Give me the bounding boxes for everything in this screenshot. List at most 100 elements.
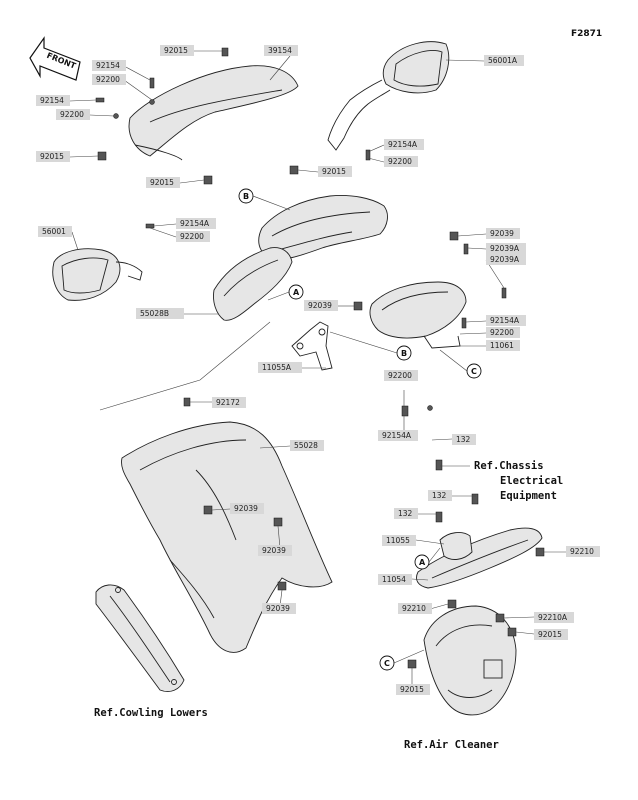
callout-92200-6: 92200 [384, 370, 418, 381]
bracket-11055 [439, 532, 473, 560]
svg-text:A: A [419, 558, 426, 567]
callout-92015-3: 92015 [146, 177, 180, 188]
callout-92039-2: 92039 [304, 300, 338, 311]
callout-92154-1: 92154 [92, 60, 126, 71]
callout-92039-1: 92039 [486, 228, 520, 239]
callout-92039-5: 92039 [262, 603, 296, 614]
callout-92172: 92172 [212, 397, 246, 408]
svg-text:55028: 55028 [294, 441, 318, 450]
grommet-92210a [495, 613, 505, 623]
washer-92200-3 [427, 405, 433, 411]
ref-chassis-line2: Electrical [500, 475, 563, 487]
svg-text:92154A: 92154A [388, 140, 418, 149]
marker-c-2: C [379, 655, 395, 671]
marker-b-2: B [396, 345, 412, 361]
svg-text:92154: 92154 [40, 96, 64, 105]
callout-labels: 92015 39154 92154 92200 92154 92200 5600… [36, 45, 600, 695]
svg-text:92154: 92154 [96, 61, 120, 70]
svg-text:92039A: 92039A [490, 244, 520, 253]
grommet-92015-2 [203, 175, 213, 185]
svg-text:11054: 11054 [382, 575, 406, 584]
grommet-92039-3 [203, 505, 213, 515]
grommet-92039-1 [449, 231, 459, 241]
callout-11054: 11054 [378, 574, 412, 585]
callout-92039a-1: 92039A [486, 243, 526, 254]
marker-connectors [252, 195, 468, 664]
callout-132-2: 132 [428, 490, 452, 501]
mirror-right [327, 41, 450, 151]
bracket-11055a [291, 321, 333, 371]
grommet-92015-5 [407, 659, 417, 669]
svg-text:56001A: 56001A [488, 56, 518, 65]
callout-11055a: 11055A [258, 362, 302, 373]
svg-text:92200: 92200 [388, 157, 412, 166]
hardware [95, 47, 545, 669]
ref-chassis-line1: Ref.Chassis [474, 460, 544, 472]
washer-92200-2 [113, 113, 119, 119]
svg-text:92200: 92200 [490, 328, 514, 337]
svg-text:56001: 56001 [42, 227, 66, 236]
callout-92015-2: 92015 [36, 151, 70, 162]
svg-text:92200: 92200 [60, 110, 84, 119]
bolt-92154a-1 [365, 149, 371, 161]
callout-92210-2: 92210 [398, 603, 432, 614]
grommet-92015-3 [289, 165, 299, 175]
svg-text:92172: 92172 [216, 398, 240, 407]
callout-92200-1: 92200 [92, 74, 126, 85]
ref-cowling-lowers: Ref.Cowling Lowers [94, 707, 208, 719]
svg-text:55028B: 55028B [140, 309, 169, 318]
screw-92172 [183, 397, 191, 407]
bolt-92154-1 [149, 77, 155, 89]
washer-92200-1 [149, 99, 155, 105]
svg-text:39154: 39154 [268, 46, 292, 55]
bolt-92039a-2 [501, 287, 507, 299]
marker-a-2: A [414, 554, 430, 570]
bolt-92154a-3 [461, 317, 467, 329]
svg-text:92015: 92015 [150, 178, 174, 187]
marker-b-1: B [238, 188, 254, 204]
callout-92015-5: 92015 [534, 629, 568, 640]
svg-text:92039: 92039 [266, 604, 290, 613]
grommet-92210-1 [535, 547, 545, 557]
callout-92039a-2: 92039A [486, 254, 526, 265]
callout-92154-2: 92154 [36, 95, 70, 106]
svg-text:92015: 92015 [40, 152, 64, 161]
callout-92210a: 92210A [534, 612, 574, 623]
grommet-92015-4 [507, 627, 517, 637]
callout-132-1: 132 [452, 434, 476, 445]
parts-artwork [52, 41, 543, 716]
callout-11061: 11061 [486, 340, 520, 351]
svg-text:132: 132 [456, 435, 471, 444]
svg-text:A: A [293, 288, 300, 297]
callout-92200-5: 92200 [486, 327, 520, 338]
callout-92200-3: 92200 [384, 156, 418, 167]
svg-text:C: C [471, 367, 477, 376]
svg-text:92154A: 92154A [382, 431, 412, 440]
svg-text:92039A: 92039A [490, 255, 520, 264]
svg-text:92200: 92200 [96, 75, 120, 84]
reference-notes: Ref.Chassis Electrical Equipment Ref.Cow… [94, 460, 563, 751]
svg-text:92039: 92039 [308, 301, 332, 310]
svg-text:11061: 11061 [490, 341, 514, 350]
callout-92200-2: 92200 [56, 109, 90, 120]
bolt-92154a-2 [145, 223, 155, 229]
svg-text:132: 132 [398, 509, 413, 518]
callout-56001a: 56001A [484, 55, 524, 66]
svg-text:B: B [401, 349, 407, 358]
callout-92210-1: 92210 [566, 546, 600, 557]
svg-text:132: 132 [432, 491, 447, 500]
svg-text:92210: 92210 [402, 604, 426, 613]
circle-markers: B A B C A C [238, 188, 482, 671]
callout-92154a-4: 92154A [378, 430, 418, 441]
figure-code: F2871 [571, 29, 602, 39]
windshield [128, 65, 299, 157]
callout-92154a-3: 92154A [486, 315, 526, 326]
callout-92154a-1: 92154A [384, 139, 424, 150]
callout-39154: 39154 [264, 45, 298, 56]
callout-92200-4: 92200 [176, 231, 210, 242]
bolt-92154a-4 [401, 405, 409, 417]
svg-text:92154A: 92154A [490, 316, 520, 325]
grommet-92210-2 [447, 599, 457, 609]
marker-a-1: A [288, 284, 304, 300]
callout-92154a-2: 92154A [176, 218, 216, 229]
